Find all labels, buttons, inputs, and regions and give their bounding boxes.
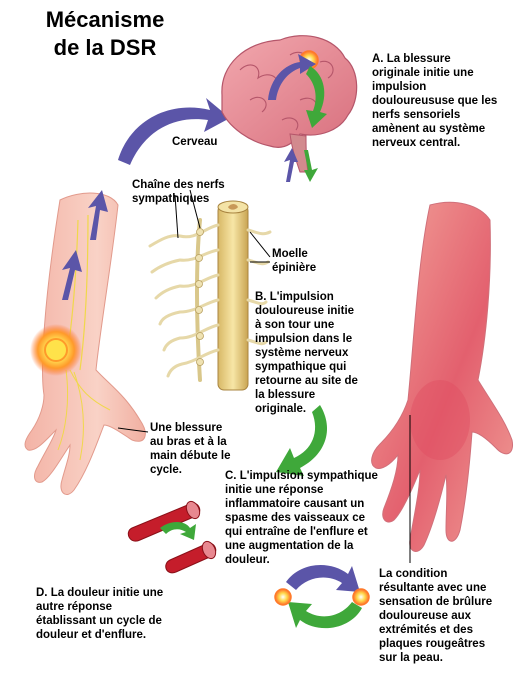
left-arm (24, 192, 146, 495)
leader-lines (117, 189, 411, 563)
brain-label: Cerveau (172, 136, 218, 148)
arrow-down-small-icon (304, 150, 318, 182)
step-d-text: D. La douleur initie une autre réponse é… (36, 587, 164, 641)
ganglion-nodes (195, 228, 204, 366)
cycle-arrow-bottom-icon (288, 602, 362, 629)
cycle-arrow-top-icon (286, 564, 360, 592)
spasm-arrow-icon (160, 522, 196, 540)
sympathetic-chain-label: Chaîne des nerfs sympathiques (132, 179, 225, 205)
right-arm (371, 201, 514, 552)
brain (221, 35, 358, 173)
pain-swelling-cycle (274, 564, 370, 629)
arrow-to-brain-icon (118, 98, 230, 165)
pain-node-icon (274, 588, 292, 606)
arrow-up-icon (88, 190, 108, 240)
swelling-node-icon (352, 588, 370, 606)
step-b-text: B. L'impulsion douloureuse initie à son … (255, 291, 358, 415)
arrow-down-curved-icon (276, 405, 328, 476)
blood-vessels (127, 500, 217, 574)
arrow-up-small-icon (284, 148, 298, 182)
spinal-cord-label: Moelle épinière (272, 248, 317, 274)
injury-site-icon (44, 338, 68, 362)
spinal-cord (217, 200, 249, 391)
signal-return-icon (306, 66, 327, 128)
step-a-text: A. La blessure originale initie une impu… (372, 53, 498, 149)
resulting-condition-text: La condition résultante avec une sensati… (379, 568, 493, 664)
step-c-text: C. L'impulsion sympathique initie une ré… (225, 470, 378, 566)
page-title: Mécanisme de la DSR (45, 7, 165, 60)
signal-arrow-icon (268, 54, 316, 100)
sympathetic-chain (148, 218, 272, 382)
injury-label: Une blessure au bras et à la main débute… (150, 422, 231, 476)
arrow-up-icon (62, 250, 82, 300)
